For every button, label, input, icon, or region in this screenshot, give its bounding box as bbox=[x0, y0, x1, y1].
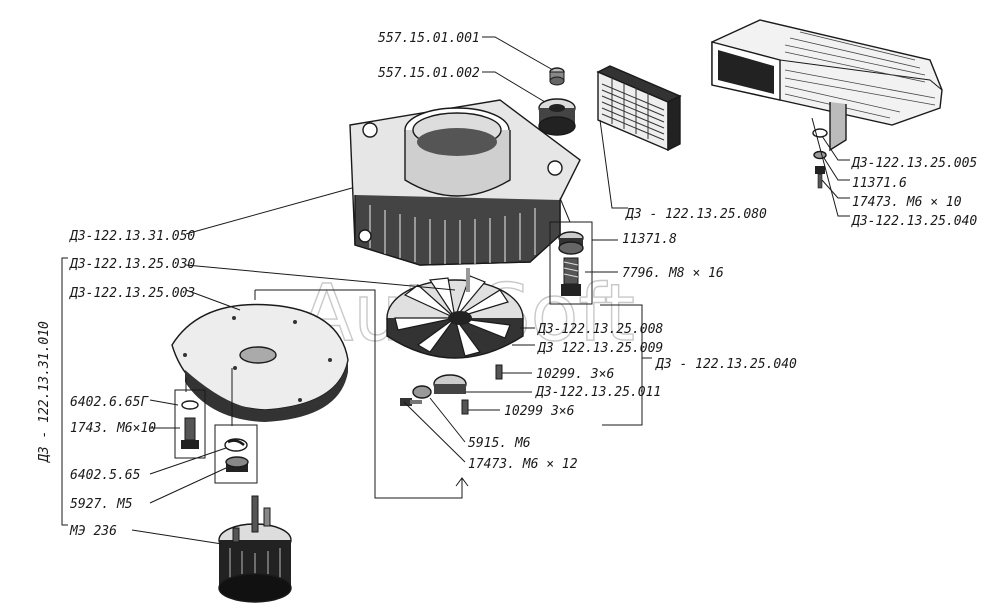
label-11371-8: 11371.8 bbox=[622, 232, 677, 247]
label-011: ДЗ-122.13.25.011 bbox=[535, 385, 661, 400]
label-main-assy: ДЗ - 122.13.31.010 bbox=[37, 321, 52, 463]
label-1743: 1743. М6×10 bbox=[70, 421, 156, 436]
label-motor: МЭ 236 bbox=[69, 524, 117, 539]
washer-nut-icon bbox=[214, 424, 258, 484]
label-housing: ДЗ-122.13.31.050 bbox=[69, 229, 195, 244]
label-17473-m6x12: 17473. М6 × 12 bbox=[468, 457, 578, 472]
label-008: ДЗ-122.13.25.008 bbox=[537, 322, 663, 337]
label-557-15-01-001: 557.15.01.001 bbox=[378, 31, 480, 46]
bushing-icon bbox=[538, 98, 576, 136]
label-030: ДЗ-122.13.25.030 bbox=[69, 257, 195, 272]
cover-fasteners-icon bbox=[812, 128, 828, 189]
label-6402-6-65g: 6402.6.65Г bbox=[70, 395, 149, 410]
fan-impeller-icon bbox=[386, 268, 524, 359]
label-5915: 5915. М6 bbox=[468, 436, 531, 451]
nut-bolt-icon bbox=[549, 221, 593, 305]
screw-washer-icon bbox=[174, 389, 206, 459]
small-screws-icon bbox=[400, 364, 503, 415]
label-003: ДЗ-122.13.25.003 bbox=[69, 286, 195, 301]
label-6402-5-65: 6402.5.65 bbox=[70, 468, 141, 483]
motor-icon bbox=[218, 495, 292, 603]
label-cover-005: ДЗ-122.13.25.005 bbox=[851, 156, 977, 171]
cover-icon bbox=[711, 19, 943, 152]
housing-icon bbox=[349, 99, 581, 266]
label-7796: 7796. М8 × 16 bbox=[622, 266, 724, 281]
leader-lines bbox=[61, 36, 850, 545]
cap-icon bbox=[549, 67, 565, 86]
filter-cartridge-icon bbox=[596, 65, 682, 152]
label-10299-a: 10299. 3×6 bbox=[536, 367, 614, 382]
label-5927: 5927. М5 bbox=[70, 497, 133, 512]
label-cover-assy: ДЗ-122.13.25.040 bbox=[851, 214, 977, 229]
label-17473-m6x10: 17473. М6 × 10 bbox=[852, 195, 962, 210]
label-filter: ДЗ - 122.13.25.080 bbox=[625, 207, 767, 222]
label-557-15-01-002: 557.15.01.002 bbox=[378, 66, 480, 81]
label-fan-assy: ДЗ - 122.13.25.040 bbox=[655, 357, 797, 372]
label-009: ДЗ 122.13.25.009 bbox=[537, 341, 663, 356]
label-10299-b: 10299 3×6 bbox=[504, 404, 575, 419]
label-11371-6: 11371.6 bbox=[852, 176, 907, 191]
plate-icon bbox=[171, 303, 349, 422]
